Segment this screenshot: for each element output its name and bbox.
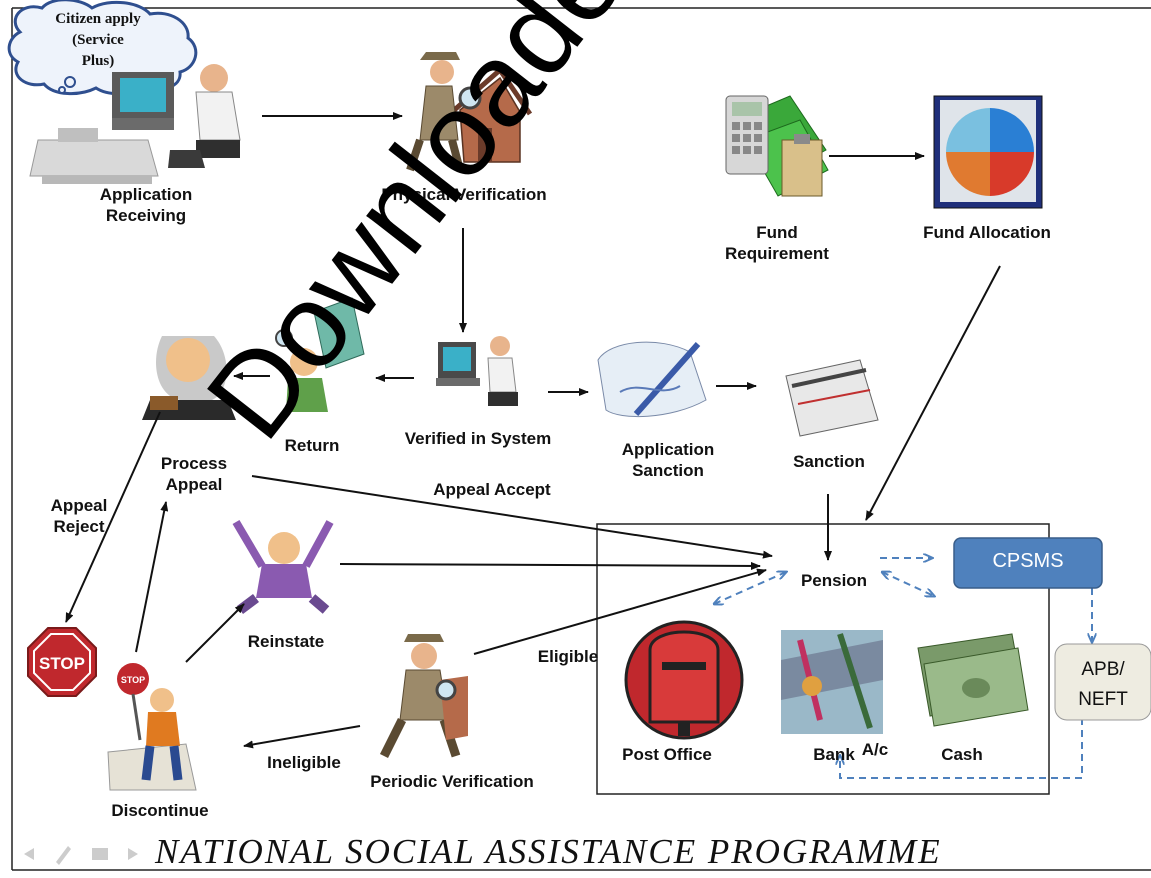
label-verified-in-system: Verified in System (404, 429, 552, 448)
post-office-icon (624, 620, 744, 740)
physical-verification-icon (406, 52, 533, 172)
label-cash: Cash (941, 745, 983, 764)
cpsms-box (953, 537, 1103, 589)
reinstate-icon (232, 519, 334, 614)
label-fund-requirement-2: Requirement (725, 244, 829, 263)
label-neft: NEFT (1078, 689, 1128, 710)
label-application-sanction-2: Sanction (632, 461, 704, 480)
cash-icon (917, 633, 1029, 727)
cloud-line-3: Plus) (81, 53, 115, 69)
footer-title: NATIONAL SOCIAL ASSISTANCE PROGRAMME (155, 832, 942, 871)
label-ineligible: Ineligible (267, 753, 341, 772)
cloud-citizen-apply (7, 0, 198, 96)
label-fund-requirement-1: Fund (756, 223, 798, 242)
slide-nav-icons (24, 846, 138, 865)
fund-requirement-icon (725, 95, 829, 197)
label-ac: A/c (861, 740, 889, 759)
label-fund-allocation: Fund Allocation (923, 223, 1051, 242)
application-receiving-icon (29, 64, 241, 184)
label-appeal-reject-2: Reject (53, 517, 105, 536)
dashed-arrows (714, 558, 1092, 779)
verified-in-system-icon (436, 336, 518, 406)
label-appeal-reject-1: Appeal (50, 496, 108, 515)
label-post-office: Post Office (622, 745, 712, 764)
label-eligible: Eligible (537, 647, 599, 666)
cloud-line-1: Citizen apply (55, 11, 141, 27)
label-bank: Bank (813, 745, 855, 764)
stop-paddle-text: STOP (121, 675, 145, 685)
label-reinstate: Reinstate (247, 632, 325, 651)
apb-neft-box (1054, 643, 1151, 721)
label-sanction: Sanction (793, 452, 865, 471)
stop-sign-icon (27, 627, 97, 697)
label-pension: Pension (800, 571, 868, 590)
label-application-receiving-1: Application (99, 185, 193, 204)
periodic-verification-icon (379, 634, 468, 759)
label-appeal-accept: Appeal Accept (433, 480, 551, 499)
label-process-appeal-1: Process (160, 454, 228, 473)
label-return: Return (284, 436, 340, 455)
label-process-appeal-2: Appeal (165, 475, 223, 494)
label-physical-verification: Physical Verification (381, 185, 547, 204)
judge-icon (142, 336, 236, 420)
fund-allocation-icon (933, 95, 1043, 209)
sanction-icon (785, 359, 879, 437)
pension-disbursement-box (596, 523, 1050, 795)
stop-sign-text: STOP (39, 654, 85, 673)
return-icon (275, 297, 365, 412)
application-sanction-icon (597, 341, 707, 417)
label-application-sanction-1: Application (621, 440, 715, 459)
label-periodic-verification: Periodic Verification (370, 772, 534, 791)
discontinue-icon (107, 663, 197, 791)
label-cpsms: CPSMS (992, 550, 1064, 572)
label-application-receiving-2: Receiving (105, 206, 187, 225)
label-apb: APB/ (1081, 659, 1125, 680)
flow-arrows (65, 112, 1001, 749)
label-discontinue: Discontinue (111, 801, 209, 820)
cloud-line-2: (Service (72, 32, 124, 48)
bank-icon (781, 630, 883, 734)
